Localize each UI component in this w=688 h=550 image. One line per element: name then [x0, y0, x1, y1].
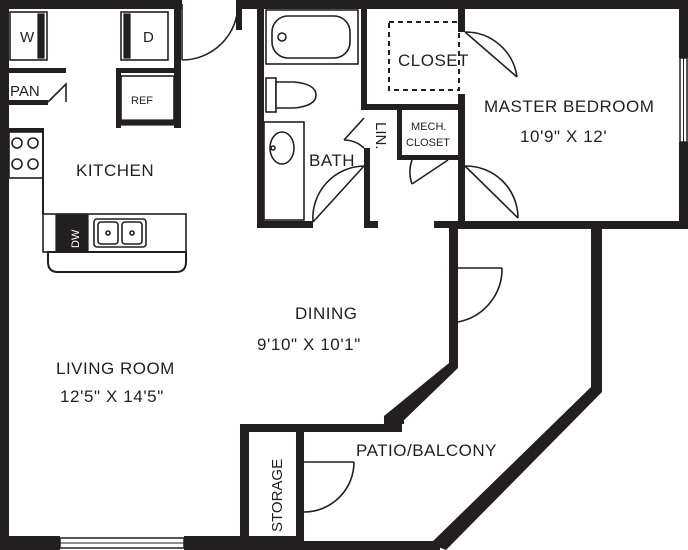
dryer-label: D: [143, 29, 154, 46]
kitchen-partitions: [0, 0, 181, 188]
linen-label: LIN.: [372, 122, 389, 150]
mech-closet-label-line2: CLOSET: [406, 137, 450, 149]
bath-door[interactable]: [312, 165, 365, 223]
storage-door[interactable]: [303, 461, 355, 513]
master-bedroom-label: MASTER BEDROOM: [484, 97, 654, 116]
living-room-dimensions: 12'5" X 14'5": [60, 387, 164, 406]
bath-vanity: [263, 121, 305, 221]
kitchen-counter: DW: [42, 213, 187, 273]
window-living: [59, 537, 185, 549]
washer: W: [9, 11, 48, 61]
fridge-label: REF: [131, 95, 153, 107]
dryer: D: [120, 11, 169, 61]
pantry-label: PAN: [10, 83, 40, 100]
bedroom-door[interactable]: [464, 165, 519, 219]
bath-walls: [257, 0, 465, 229]
kitchen-label: KITCHEN: [76, 161, 154, 180]
stove: [8, 128, 44, 214]
mech-closet-label-line1: MECH.: [411, 121, 446, 133]
closet-shelf: [388, 21, 460, 91]
entry-door[interactable]: [181, 0, 242, 61]
storage-label: STORAGE: [269, 459, 286, 532]
bath-label: BATH: [309, 151, 355, 170]
refrigerator: REF: [120, 75, 175, 126]
dining-label: DINING: [295, 304, 358, 323]
window-bedroom: [679, 57, 688, 143]
closet-label: CLOSET: [398, 51, 469, 70]
mech-closet-door[interactable]: [409, 159, 449, 185]
dishwasher-label: DW: [70, 229, 82, 248]
dining-patio-door[interactable]: [457, 267, 503, 323]
washer-label: W: [20, 29, 35, 46]
patio-balcony-label: PATIO/BALCONY: [356, 441, 497, 460]
master-bedroom-dimensions: 10'9" X 12': [520, 127, 607, 146]
linen-door[interactable]: [343, 117, 365, 149]
closet-door[interactable]: [464, 31, 518, 78]
living-room-label: LIVING ROOM: [56, 359, 175, 378]
toilet: [265, 77, 317, 113]
dining-dimensions: 9'10" X 10'1": [257, 335, 361, 354]
bathtub: [265, 9, 359, 65]
